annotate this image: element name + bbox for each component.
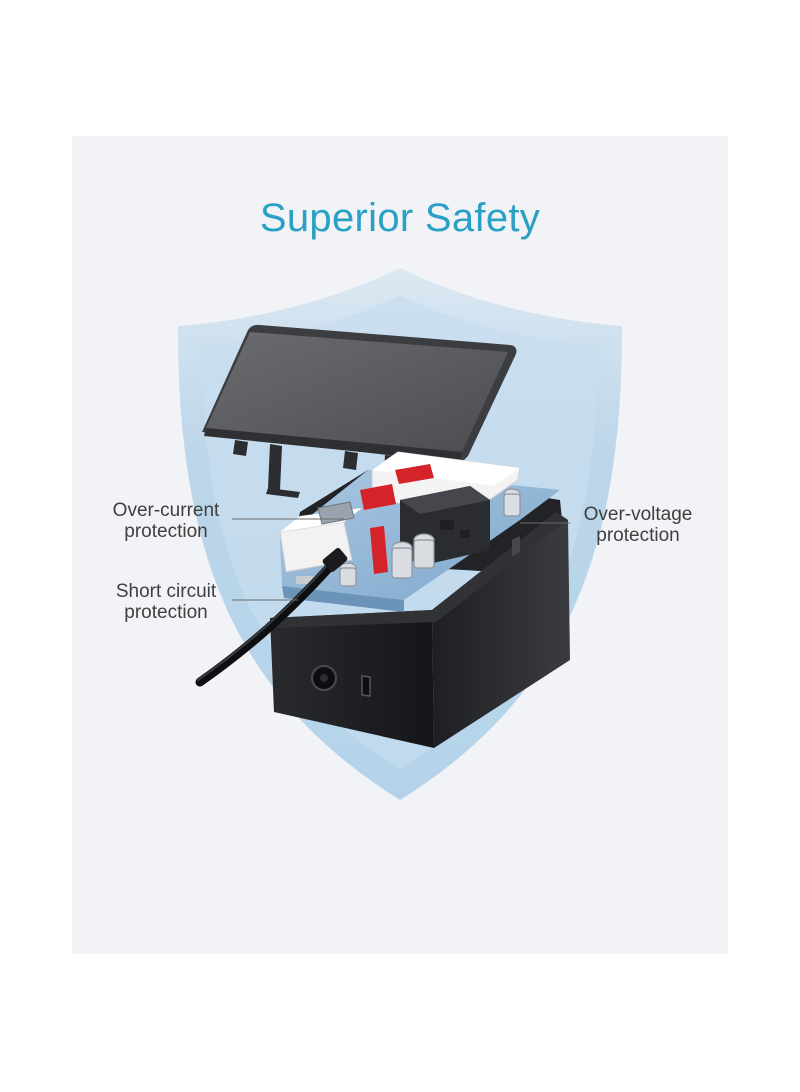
label-short-circuit-line2: protection	[124, 602, 208, 623]
label-short-circuit-line1: Short circuit	[115, 581, 217, 602]
label-over-current: Over-current protection	[100, 500, 232, 542]
leader-lines	[232, 518, 570, 601]
label-over-voltage: Over-voltage protection	[570, 504, 706, 546]
circuit-board-icon	[279, 451, 560, 612]
label-over-voltage-line1: Over-voltage	[583, 504, 693, 525]
page-title: Superior Safety	[259, 196, 541, 240]
cable-icon	[195, 548, 348, 687]
label-over-current-line2: protection	[124, 521, 208, 542]
label-short-circuit: Short circuit protection	[100, 581, 232, 623]
label-over-current-line1: Over-current	[112, 500, 220, 521]
label-over-voltage-line2: protection	[596, 525, 680, 546]
